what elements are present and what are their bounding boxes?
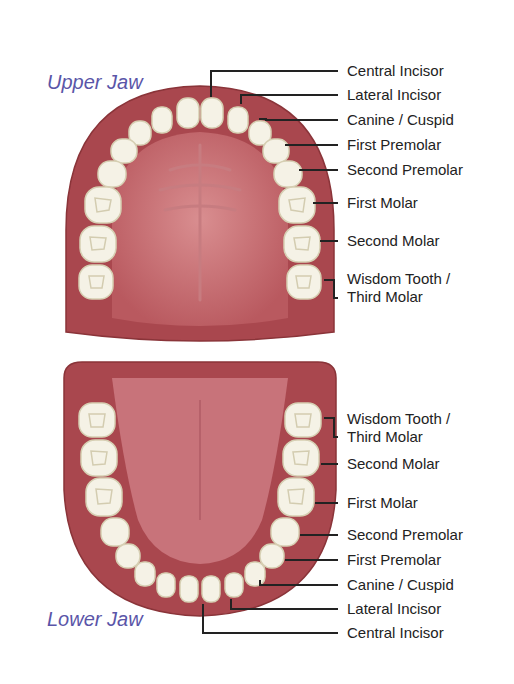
- tooth-label: First Molar: [347, 194, 418, 212]
- tooth-label: Second Molar: [347, 455, 440, 473]
- tooth-label: Second Premolar: [347, 526, 463, 544]
- tooth-label: First Molar: [347, 494, 418, 512]
- jaw-label: Lower Jaw: [47, 607, 143, 631]
- jaw-label: Upper Jaw: [47, 70, 143, 94]
- tooth-label: Lateral Incisor: [347, 86, 441, 104]
- tooth-label: Canine / Cuspid: [347, 576, 454, 594]
- leader-lines: [203, 71, 338, 633]
- tooth-label: Second Premolar: [347, 161, 463, 179]
- tooth-label: Central Incisor: [347, 62, 444, 80]
- tooth-label: Wisdom Tooth / Third Molar: [347, 270, 465, 306]
- tooth-label: Central Incisor: [347, 624, 444, 642]
- tooth-label: First Premolar: [347, 551, 441, 569]
- tooth-label: Wisdom Tooth / Third Molar: [347, 410, 465, 446]
- tooth-label: Second Molar: [347, 232, 440, 250]
- tooth-label: Lateral Incisor: [347, 600, 441, 618]
- tooth-label: First Premolar: [347, 136, 441, 154]
- tooth-label: Canine / Cuspid: [347, 111, 454, 129]
